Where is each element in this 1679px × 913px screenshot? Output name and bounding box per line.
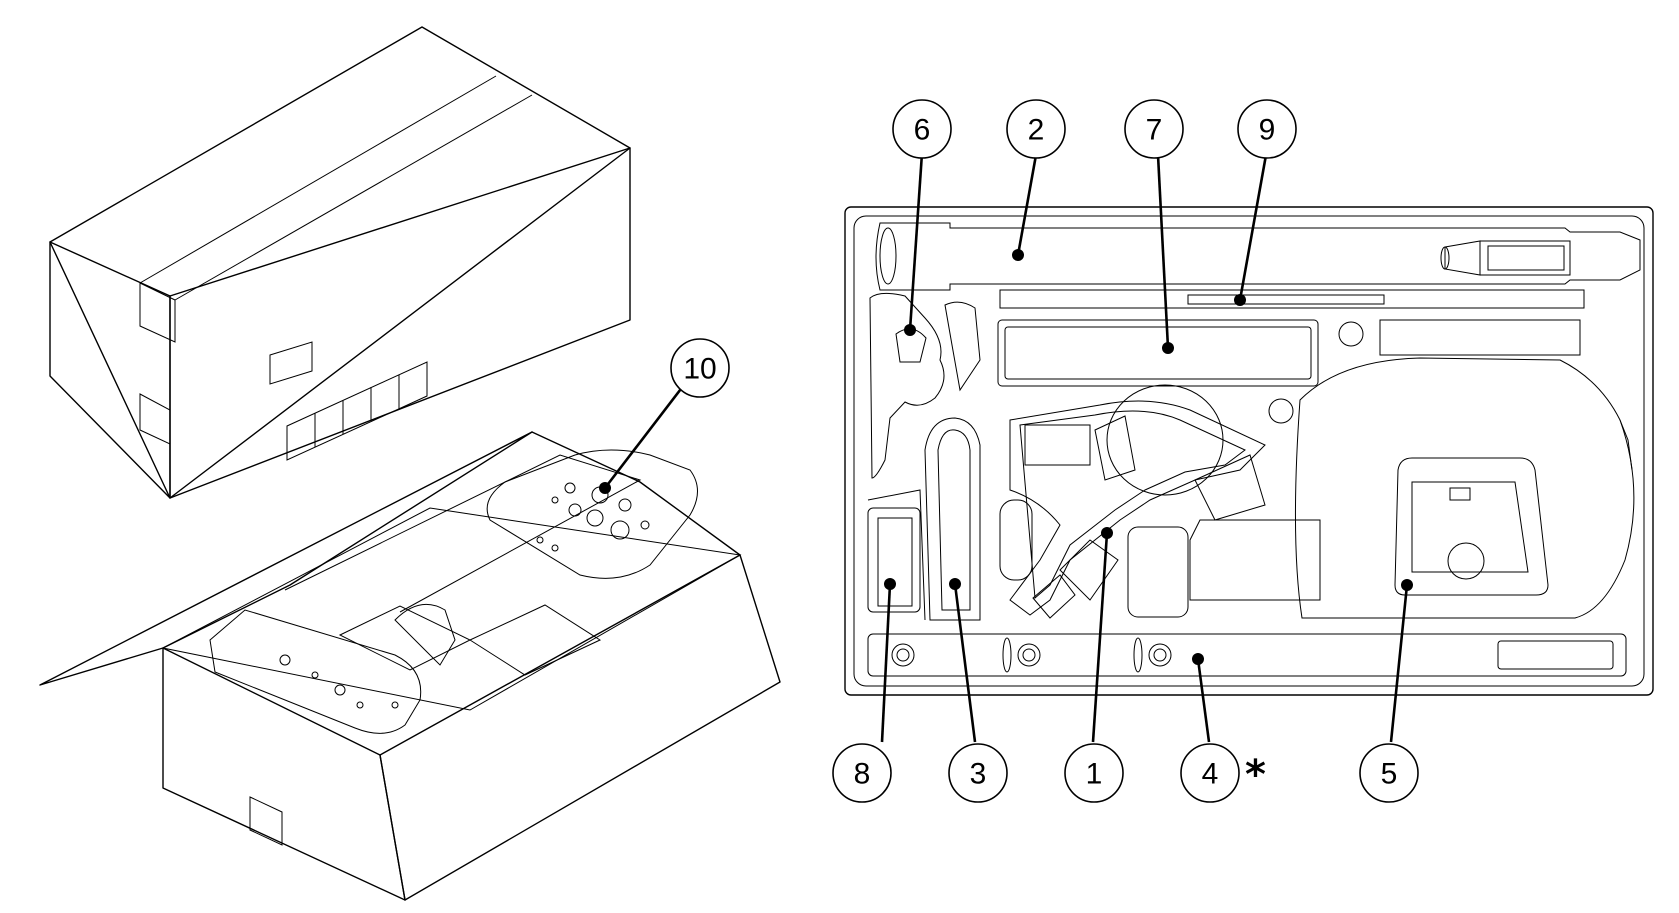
callout-10: 10 [670,338,730,398]
callout-7: 7 [1124,99,1184,159]
callout-8: 8 [832,743,892,803]
callout-dot-4 [1192,653,1204,665]
callout-label: 10 [683,353,716,386]
callout-dot-3 [949,578,961,590]
callout-1: 1 [1064,743,1124,803]
callout-3: 3 [948,743,1008,803]
open-shipping-box [39,431,781,901]
callout-label: 7 [1146,114,1163,147]
callout-9: 9 [1237,99,1297,159]
callout-4: 4 [1180,743,1240,803]
callout-label: 5 [1381,758,1398,791]
callout-dot-2 [1012,249,1024,261]
callout-dot-1 [1101,527,1113,539]
storage-case [844,206,1654,696]
callout-label: 6 [914,114,931,147]
note-asterisk: * [1245,752,1266,798]
callout-label: 1 [1086,758,1103,791]
callout-dot-7 [1162,342,1174,354]
callout-label: 8 [854,758,871,791]
callout-label: 4 [1202,758,1219,791]
callout-dot-5 [1401,579,1413,591]
callout-dot-6 [904,324,916,336]
callout-dot-9 [1234,294,1246,306]
callout-label: 2 [1028,114,1045,147]
callout-label: 9 [1259,114,1276,147]
leader-lines [599,152,1413,743]
callout-2: 2 [1006,99,1066,159]
callout-6: 6 [892,99,952,159]
closed-shipping-box [49,26,631,499]
callout-dot-10 [599,482,611,494]
callout-label: 3 [970,758,987,791]
callout-5: 5 [1359,743,1419,803]
callout-dot-8 [884,578,896,590]
